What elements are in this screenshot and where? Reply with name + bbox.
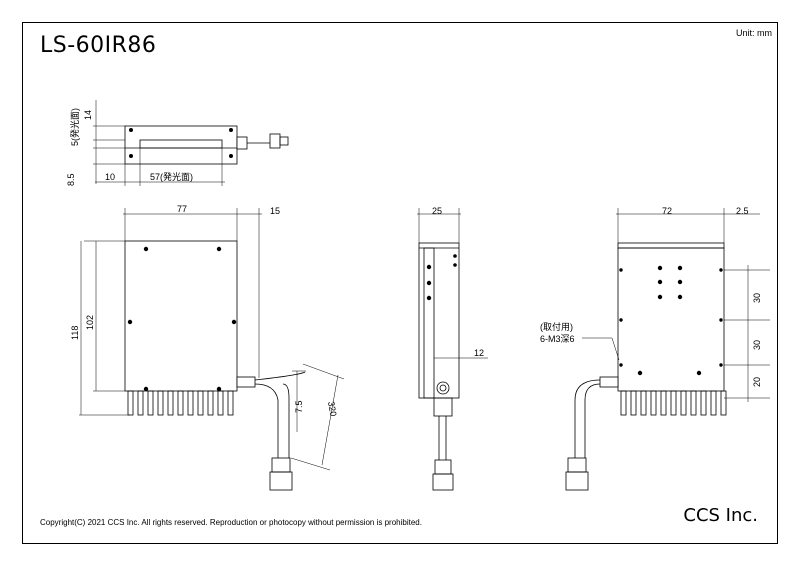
heatsink-fin: [700, 390, 707, 416]
heatsink-fin: [157, 390, 164, 416]
heatsink-fin: [217, 390, 224, 416]
drawing-border: [22, 22, 778, 544]
dim-320: 320: [326, 401, 338, 418]
dim-8-5: 8.5: [66, 173, 76, 186]
top-view-emitting-window: [139, 139, 223, 149]
dim-30-upper: 30: [752, 293, 762, 303]
back-view: [565, 208, 770, 491]
heatsink-fin: [187, 390, 194, 416]
dim-12: 12: [474, 348, 484, 358]
dim-57-emitting: 57(発光面): [150, 171, 193, 182]
heatsink-fin: [680, 390, 687, 416]
dim-77: 77: [177, 204, 187, 214]
dim-20: 20: [752, 377, 762, 387]
heatsink-fin: [127, 390, 134, 416]
side-view-body: [418, 242, 460, 399]
side-view: [417, 208, 488, 491]
heatsink-fin: [710, 390, 717, 416]
heatsink-fin: [660, 390, 667, 416]
dim-5-emitting: 5(発光面): [69, 108, 80, 146]
company-name: CCS Inc.: [683, 505, 758, 526]
heatsink-fin: [620, 390, 627, 416]
heatsink-fin: [147, 390, 154, 416]
heatsink-fin: [137, 390, 144, 416]
dim-25: 25: [432, 206, 442, 216]
front-view-body: [124, 240, 238, 392]
mount-label: (取付用): [540, 322, 573, 332]
dim-30-lower: 30: [752, 340, 762, 350]
heatsink-fin: [640, 390, 647, 416]
dim-72: 72: [662, 206, 672, 216]
top-view: [93, 100, 289, 186]
dim-2-5: 2.5: [736, 206, 749, 216]
top-view-body: [124, 125, 238, 165]
dim-10: 10: [105, 172, 115, 182]
heatsink-fin: [690, 390, 697, 416]
heatsink-fin: [720, 390, 727, 416]
unit-label: Unit: mm: [736, 28, 772, 38]
dim-15: 15: [270, 206, 280, 216]
mount-spec: 6-M3深6: [540, 334, 575, 344]
heatsink-fin: [227, 390, 234, 416]
dim-14: 14: [83, 110, 93, 120]
heatsink-fin: [177, 390, 184, 416]
front-view: [79, 208, 345, 491]
heatsink-fin: [207, 390, 214, 416]
heatsink-fin: [670, 390, 677, 416]
front-heatsink-fins: [127, 390, 234, 416]
heatsink-fin: [650, 390, 657, 416]
heatsink-fin: [167, 390, 174, 416]
dim-118: 118: [70, 326, 80, 340]
model-title: LS-60IR86: [40, 33, 157, 58]
dim-102: 102: [85, 315, 95, 330]
dim-7-5: 7.5: [294, 400, 304, 413]
back-view-body: [617, 247, 725, 392]
heatsink-fin: [630, 390, 637, 416]
copyright-notice: Copyright(C) 2021 CCS Inc. All rights re…: [40, 518, 422, 527]
back-heatsink-fins: [620, 390, 727, 416]
heatsink-fin: [197, 390, 204, 416]
